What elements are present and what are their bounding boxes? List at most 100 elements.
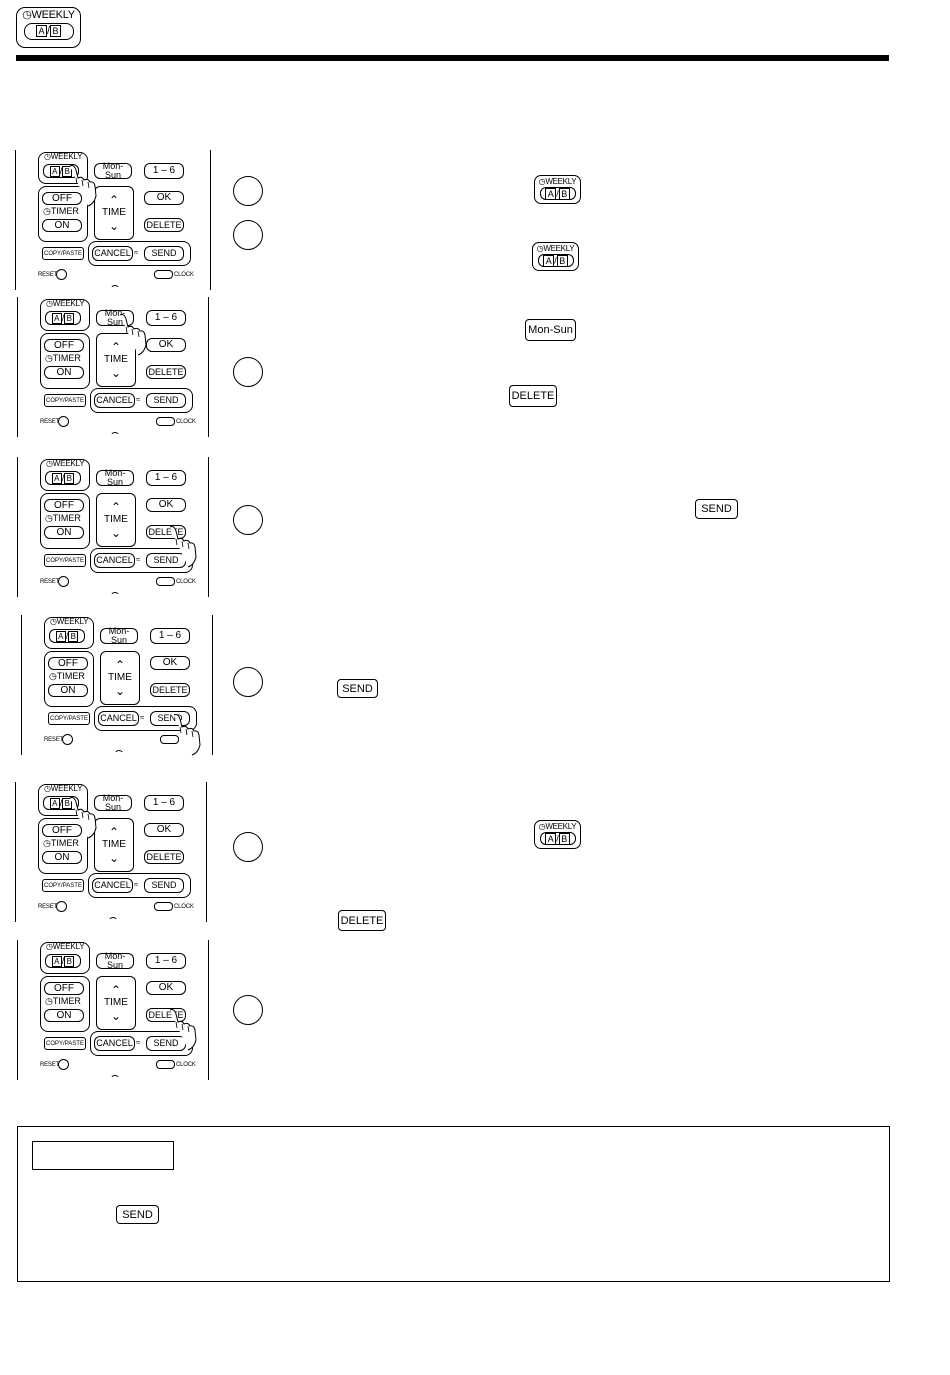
one-six-button[interactable]: 1 – 6 [144,795,184,811]
off-button[interactable]: OFF [48,657,88,670]
copy-paste-button[interactable]: COPY/PASTE [44,1037,86,1050]
copy-paste-button[interactable]: COPY/PASTE [44,554,86,567]
ok-button[interactable]: OK [150,656,190,670]
weekly-button-icon: ◷WEEKLY A/B [534,820,581,849]
on-button[interactable]: ON [42,219,82,232]
reset-button[interactable] [58,1059,69,1070]
off-button[interactable]: OFF [44,339,84,352]
ok-button[interactable]: OK [146,338,186,352]
on-button[interactable]: ON [44,526,84,539]
reset-button[interactable] [56,269,67,280]
ab-button[interactable]: A/B [45,471,81,485]
mon-sun-button[interactable]: Mon-Sun [96,469,134,487]
weekly-text: WEEKLY [50,152,83,161]
weekly-label: ◷WEEKLY [46,942,85,951]
signal-icon: ≈ [134,248,139,257]
clock-button[interactable] [156,1060,175,1069]
mon-sun-button[interactable]: Mon-Sun [94,794,132,812]
mon-sun-button[interactable]: Mon-Sun [94,162,132,180]
timer-text: TIMER [52,996,81,1006]
weekly-group [40,299,90,331]
delete-button[interactable]: DELETE [144,218,184,232]
reset-button[interactable] [56,901,67,912]
one-six-button[interactable]: 1 – 6 [150,628,190,644]
send-button[interactable]: SEND [144,878,184,893]
ab-button[interactable]: A/B [45,954,81,968]
down-arrow-icon: ⌄ [108,851,120,865]
weekly-text: WEEKLY [50,784,83,793]
down-arrow-icon: ⌄ [110,526,122,540]
mon-sun-button[interactable]: Mon-Sun [100,627,138,645]
one-six-button[interactable]: 1 – 6 [146,470,186,486]
ab-button[interactable]: A/B [43,164,79,178]
ok-button[interactable]: OK [144,191,184,205]
off-button[interactable]: OFF [44,499,84,512]
timer-text: TIMER [56,671,85,681]
cancel-button[interactable]: CANCEL [92,878,133,893]
clock-button[interactable] [154,902,173,911]
time-button[interactable]: ⌃TIME⌄ [96,976,136,1030]
step-circle-4 [233,505,263,535]
ok-button[interactable]: OK [146,981,186,995]
ab-button[interactable]: A/B [49,629,85,643]
send-group [94,706,197,731]
cancel-button[interactable]: CANCEL [94,1036,135,1051]
copy-paste-button[interactable]: COPY/PASTE [42,247,84,260]
weekly-label: ◷WEEKLY [46,299,85,308]
panel-notch [110,432,120,442]
time-label: TIME [104,354,128,365]
ab-button[interactable]: A/B [43,796,79,810]
time-button[interactable]: ⌃TIME⌄ [96,333,136,387]
on-button[interactable]: ON [44,1009,84,1022]
time-button[interactable]: ⌃TIME⌄ [94,186,134,240]
delete-button[interactable]: DELETE [150,683,190,697]
delete-button[interactable]: DELETE [144,850,184,864]
ok-button[interactable]: OK [144,823,184,837]
time-button[interactable]: ⌃TIME⌄ [94,818,134,872]
time-button[interactable]: ⌃TIME⌄ [100,651,140,705]
time-label: TIME [102,207,126,218]
cancel-button[interactable]: CANCEL [98,711,139,726]
on-button[interactable]: ON [44,366,84,379]
time-button[interactable]: ⌃TIME⌄ [96,493,136,547]
delete-button-icon: DELETE [338,910,386,931]
reset-button[interactable] [58,416,69,427]
one-six-button[interactable]: 1 – 6 [146,310,186,326]
clock-button[interactable] [156,577,175,586]
on-button[interactable]: ON [48,684,88,697]
delete-button[interactable]: DELETE [146,365,186,379]
cancel-button[interactable]: CANCEL [92,246,133,261]
send-button[interactable]: SEND [146,393,186,408]
timer-group [38,186,88,242]
weekly-label: WEEKLY [31,9,76,21]
reset-button[interactable] [58,576,69,587]
off-button[interactable]: OFF [42,192,82,205]
copy-paste-button[interactable]: COPY/PASTE [42,879,84,892]
reset-button[interactable] [62,734,73,745]
down-arrow-icon: ⌄ [114,684,126,698]
on-button[interactable]: ON [42,851,82,864]
one-six-button[interactable]: 1 – 6 [146,953,186,969]
timer-label: ◷TIMER [49,671,85,681]
signal-icon: ≈ [136,395,141,404]
clock-button[interactable] [154,270,173,279]
one-six-button[interactable]: 1 – 6 [144,163,184,179]
timer-text: TIMER [50,206,79,216]
mon-sun-button[interactable]: Mon-Sun [96,952,134,970]
send-button[interactable]: SEND [144,246,184,261]
cancel-button[interactable]: CANCEL [94,553,135,568]
clock-icon: ◷ [22,9,32,21]
copy-paste-button[interactable]: COPY/PASTE [44,394,86,407]
step-circle-1 [233,176,263,206]
off-button[interactable]: OFF [42,824,82,837]
weekly-label: ◷WEEKLY [50,617,89,626]
ok-button[interactable]: OK [146,498,186,512]
copy-paste-button[interactable]: COPY/PASTE [48,712,90,725]
off-button[interactable]: OFF [44,982,84,995]
ab-button[interactable]: A/B [45,311,81,325]
clock-button[interactable] [160,735,179,744]
cancel-button[interactable]: CANCEL [94,393,135,408]
clock-button[interactable] [156,417,175,426]
panel-notch [114,750,124,760]
